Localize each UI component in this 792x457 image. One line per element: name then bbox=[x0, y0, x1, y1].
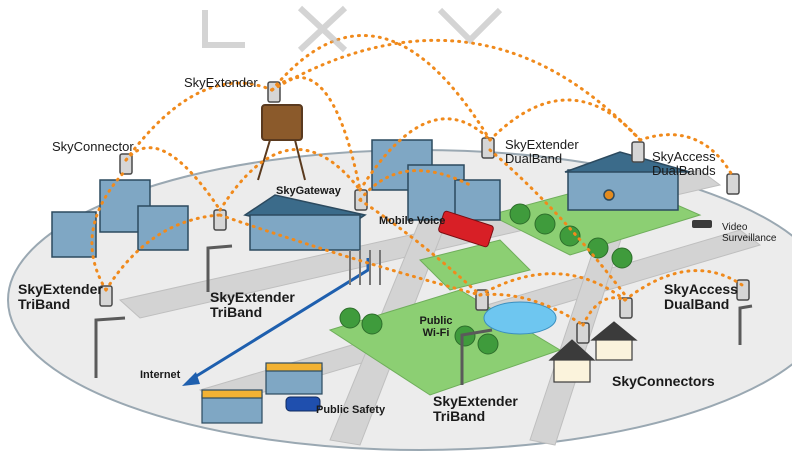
camera-icon bbox=[692, 220, 712, 228]
label-skyextender-triband-mid: SkyExtender TriBand bbox=[210, 289, 295, 320]
mesh-links bbox=[90, 33, 744, 327]
pond bbox=[483, 301, 557, 335]
label-internet: Internet bbox=[140, 369, 181, 381]
apartment-buildings bbox=[51, 179, 189, 258]
label-public-safety: Public Safety bbox=[316, 404, 386, 416]
label-skyaccess-dualband-right: SkyAccess DualBand bbox=[664, 281, 738, 312]
houses bbox=[548, 321, 638, 383]
label-skyextender-triband-left: SkyExtender TriBand bbox=[18, 281, 103, 312]
label-skyextender-dualband: SkyExtender DualBand bbox=[505, 137, 579, 166]
police-car bbox=[285, 396, 321, 412]
label-skyextender-triband-bottom: SkyExtender TriBand bbox=[433, 393, 518, 424]
storefronts bbox=[201, 362, 323, 424]
label-public-wifi: Public Wi-Fi bbox=[419, 315, 453, 339]
label-mobile-voice: Mobile Voice bbox=[379, 215, 446, 227]
background-logo bbox=[202, 5, 503, 53]
street-lights bbox=[94, 244, 753, 385]
label-skyextender-top: SkyExtender bbox=[184, 75, 258, 90]
station-building bbox=[564, 151, 691, 211]
label-skygateway: SkyGateway bbox=[276, 185, 341, 197]
internet-arrow-head bbox=[182, 372, 200, 386]
label-skyconnectors: SkyConnectors bbox=[612, 373, 715, 389]
water-tower bbox=[257, 104, 306, 181]
fire-truck bbox=[438, 210, 494, 248]
label-skyconnector: SkyConnector bbox=[52, 139, 134, 154]
label-video-surveillance: Video Surveillance bbox=[722, 222, 777, 244]
label-skyaccess-dualbands: SkyAccess DualBands bbox=[652, 149, 716, 178]
